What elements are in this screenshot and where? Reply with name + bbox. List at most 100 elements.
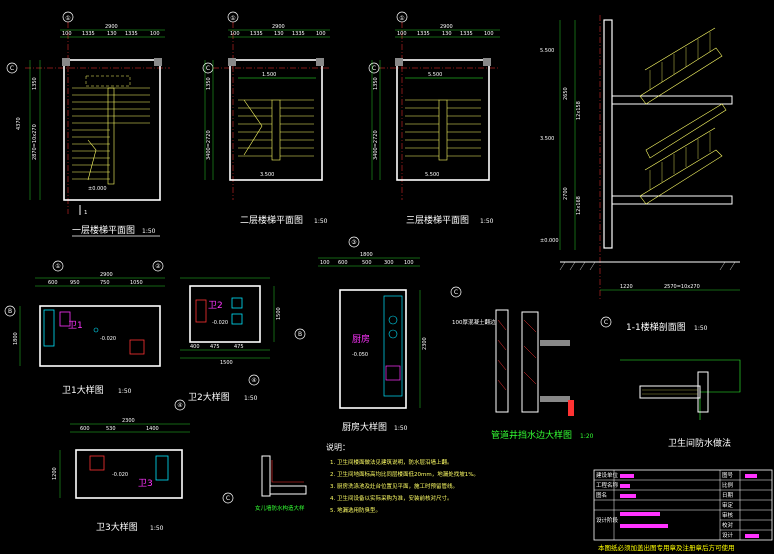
wc2-floor-level: -0.020 (212, 320, 228, 326)
axis-bubble-1c: ① (399, 15, 404, 22)
svg-text:1: 1 (84, 210, 88, 216)
pipe-shaft-title: 管道井挡水边大样图 (491, 429, 572, 441)
wc2-axis-4: ④ (251, 377, 256, 384)
wc1-seg-2: 950 (70, 280, 80, 286)
plan2-landing-bottom: 3.500 (260, 172, 274, 178)
plan2-landing-top: 1.500 (262, 72, 276, 78)
wc3-seg-1: 600 (80, 426, 90, 432)
plan1-seg-4: 1335 (125, 31, 138, 37)
wc2-seg-3: 475 (234, 344, 244, 350)
axis-bubble-c-section: C (604, 319, 608, 326)
plan2-seg-1: 100 (230, 31, 240, 37)
plan2-width-dim: 2900 (272, 24, 285, 30)
tb-col-3: 日期 (722, 492, 734, 499)
wc3-seg-2: 530 (106, 426, 116, 432)
wc1-axis-2: ② (155, 263, 161, 270)
wc1-depth: 1800 (13, 332, 19, 345)
plan1-seg-2: 1335 (82, 31, 95, 37)
wc-floor-title: 卫生间防水做法 (668, 437, 731, 449)
plan1-seg-3: 130 (107, 31, 117, 37)
section-bottom-dim: 2570=10x270 (664, 284, 700, 290)
pipe-shaft-note: 100厚混凝土翻边 (452, 318, 496, 326)
plan3-landing-bottom: 5.500 (425, 172, 439, 178)
plan2-seg-3: 130 (274, 31, 284, 37)
tb-col-2: 比例 (722, 481, 734, 489)
wc2-detail: 卫2 -0.020 400 475 475 1500 1500 B ④ 卫2大样… (180, 277, 306, 403)
kitchen-scale: 1:50 (394, 425, 408, 432)
kitchen-room-label: 厨房 (352, 333, 370, 345)
wc2-seg-2: 475 (210, 344, 220, 350)
corner-waterproof-detail: 女儿墙防水构造大样 (255, 455, 307, 512)
general-notes: 说明： 1. 卫生间楼面做法见建筑说明，防水层沿墙上翻。 2. 卫生间地面标高均… (326, 442, 479, 514)
plan3-landing-top: 5.500 (428, 72, 442, 78)
third-floor-stair-plan: ① C 2900 100 1335 130 1335 100 5.500 5.5… (368, 11, 500, 226)
kitchen-floor-level: -0.050 (352, 352, 368, 358)
pipe-shaft-detail: 100厚混凝土翻边 管道井挡水边大样图 1:20 (452, 309, 594, 441)
wc1-width: 2900 (100, 272, 113, 278)
wc1-seg-4: 1050 (130, 280, 143, 286)
wc1-axis-b: B (8, 308, 12, 315)
axis-bubble-1: ① (65, 15, 70, 22)
section-level-3: ±0.000 (540, 238, 559, 244)
plan1-landing-level: ±0.000 (88, 186, 107, 192)
stair-section-1-1: 5.500 3.500 ±0.000 2650 12x158 2700 12x1… (540, 15, 740, 333)
note-1: 1. 卫生间楼面做法见建筑说明，防水层沿墙上翻。 (330, 458, 453, 466)
axis-bubble-c-1: C (10, 65, 14, 72)
tb-col-7: 设计 (722, 531, 734, 539)
plan1-depth-total: 4370 (16, 117, 22, 130)
kitchen-axis-3: ③ (351, 239, 356, 246)
tb-col-4: 审定 (722, 501, 734, 509)
wc2-axis-b: B (298, 331, 302, 338)
wc1-axis-1: ① (55, 263, 60, 270)
tb-col-5: 审核 (722, 511, 734, 519)
first-floor-stair-plan: ① C 2900 100 1335 130 1335 100 ±0. (6, 11, 170, 237)
corner-title: 女儿墙防水构造大样 (255, 504, 305, 512)
axis-bubble-c-2: C (206, 65, 210, 72)
note-2: 2. 卫生间地面标高均比同层楼面低20mm，地漏处找坡1%。 (330, 470, 479, 478)
wc2-depth: 1500 (276, 307, 282, 320)
wc2-scale: 1:50 (244, 395, 258, 402)
section-level-1: 5.500 (540, 48, 554, 54)
wc-floor-waterproof-detail: 卫生间防水做法 (620, 359, 741, 449)
wc2-width: 1500 (220, 360, 233, 366)
wc3-axis-4: ④ (177, 402, 182, 409)
plan3-seg-1: 100 (397, 31, 407, 37)
wc1-seg-1: 600 (48, 280, 58, 286)
section-dim-4: 12x168 (576, 196, 582, 215)
section-level-2: 3.500 (540, 136, 554, 142)
plan2-scale: 1:50 (314, 218, 328, 225)
plan2-seg-4: 1335 (292, 31, 305, 37)
section-base-dim: 1220 (620, 284, 633, 290)
plan2-depth-b: 3400=2720 (206, 130, 212, 160)
kitchen-seg-3: 500 (362, 260, 372, 266)
tb-row-3: 图名 (596, 491, 607, 499)
wc3-width: 2300 (122, 418, 135, 424)
wc3-seg-3: 1400 (146, 426, 159, 432)
section-dim-2: 12x158 (576, 101, 582, 120)
plan2-title: 二层楼梯平面图 (240, 214, 303, 226)
plan2-seg-5: 100 (316, 31, 326, 37)
notes-heading: 说明： (326, 442, 350, 452)
section-dim-1: 2650 (563, 87, 569, 100)
wc3-detail: ④ 2300 600 530 1400 卫3 -0.020 1200 C 卫3大… (52, 399, 234, 533)
kitchen-depth: 2300 (422, 337, 428, 350)
plan2-seg-2: 1335 (250, 31, 263, 37)
kitchen-seg-5: 100 (404, 260, 414, 266)
section-title: 1-1楼梯剖面图 (626, 321, 686, 333)
plan3-depth-a: 1350 (373, 77, 379, 90)
section-dim-3: 2700 (563, 187, 569, 200)
wc3-room-label: 卫3 (138, 479, 153, 489)
plan3-scale: 1:50 (480, 218, 494, 225)
tb-footer: 本图纸必须加盖出图专用章及注册章后方可使用 (598, 543, 735, 552)
kitchen-seg-2: 600 (338, 260, 348, 266)
plan1-title: 一层楼梯平面图 (72, 224, 135, 236)
axis-bubble-1b: ① (230, 15, 235, 22)
kitchen-axis-c: C (454, 289, 458, 296)
plan3-seg-3: 130 (442, 31, 452, 37)
wc2-title: 卫2大样图 (188, 391, 230, 403)
wc3-scale: 1:50 (150, 525, 164, 532)
kitchen-seg-1: 100 (320, 260, 330, 266)
wc3-depth: 1200 (52, 467, 58, 480)
title-block: 建设单位 工程名称 图名 设计阶段 图号 比例 日期 审定 审核 校对 设计 本… (593, 469, 773, 552)
wc1-scale: 1:50 (118, 388, 132, 395)
